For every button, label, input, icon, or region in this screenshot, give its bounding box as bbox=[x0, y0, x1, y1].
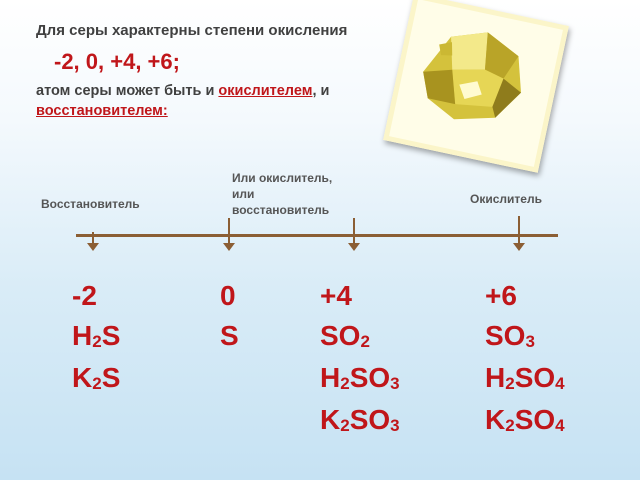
formula-so2: SO2 bbox=[320, 320, 370, 351]
label-either-line-3: восстановитель bbox=[232, 203, 330, 217]
arrow-down-icon bbox=[87, 243, 99, 251]
arrow-down-icon bbox=[513, 243, 525, 251]
oxidation-states-list: -2, 0, +4, +6; bbox=[54, 49, 180, 74]
formula-h2s: H2S bbox=[72, 320, 121, 351]
oxidizer-word: окислителем bbox=[218, 83, 313, 99]
state-0: 0 bbox=[220, 280, 236, 311]
state-minus-2: -2 bbox=[72, 280, 97, 311]
label-oxidizer: Окислитель bbox=[470, 192, 542, 206]
sulfur-crystal-icon bbox=[423, 32, 521, 120]
reducer-word: восстановителем: bbox=[36, 103, 168, 119]
intro-line-3-end: , и bbox=[312, 83, 330, 99]
state-plus-6: +6 bbox=[485, 280, 517, 311]
sulfur-crystal-photo bbox=[383, 0, 569, 173]
intro-line-3-start: атом серы может быть и bbox=[36, 83, 219, 99]
label-either-line-2: или bbox=[232, 187, 255, 201]
tick-0 bbox=[228, 218, 230, 244]
tick-plus-6 bbox=[518, 216, 520, 244]
formula-s: S bbox=[220, 320, 239, 351]
formula-k2so3: K2SO3 bbox=[320, 404, 400, 435]
tick-minus-2 bbox=[92, 232, 94, 244]
formula-k2s: K2S bbox=[72, 362, 121, 393]
tick-plus-4 bbox=[353, 218, 355, 244]
arrow-down-icon bbox=[223, 243, 235, 251]
arrow-down-icon bbox=[348, 243, 360, 251]
intro-line-3: атом серы может быть и окислителем, и bbox=[36, 83, 329, 99]
state-plus-4: +4 bbox=[320, 280, 352, 311]
label-either: Или окислитель, или восстановитель bbox=[232, 170, 332, 218]
oxidation-axis bbox=[76, 234, 558, 237]
label-reducer: Восстановитель bbox=[41, 197, 140, 211]
intro-line-4: восстановителем: bbox=[36, 103, 168, 119]
formula-k2so4: K2SO4 bbox=[485, 404, 565, 435]
formula-h2so4: H2SO4 bbox=[485, 362, 565, 393]
formula-h2so3: H2SO3 bbox=[320, 362, 400, 393]
formula-so3: SO3 bbox=[485, 320, 535, 351]
label-either-line-1: Или окислитель, bbox=[232, 171, 333, 185]
intro-line-1: Для серы характерны степени окисления bbox=[36, 22, 348, 39]
